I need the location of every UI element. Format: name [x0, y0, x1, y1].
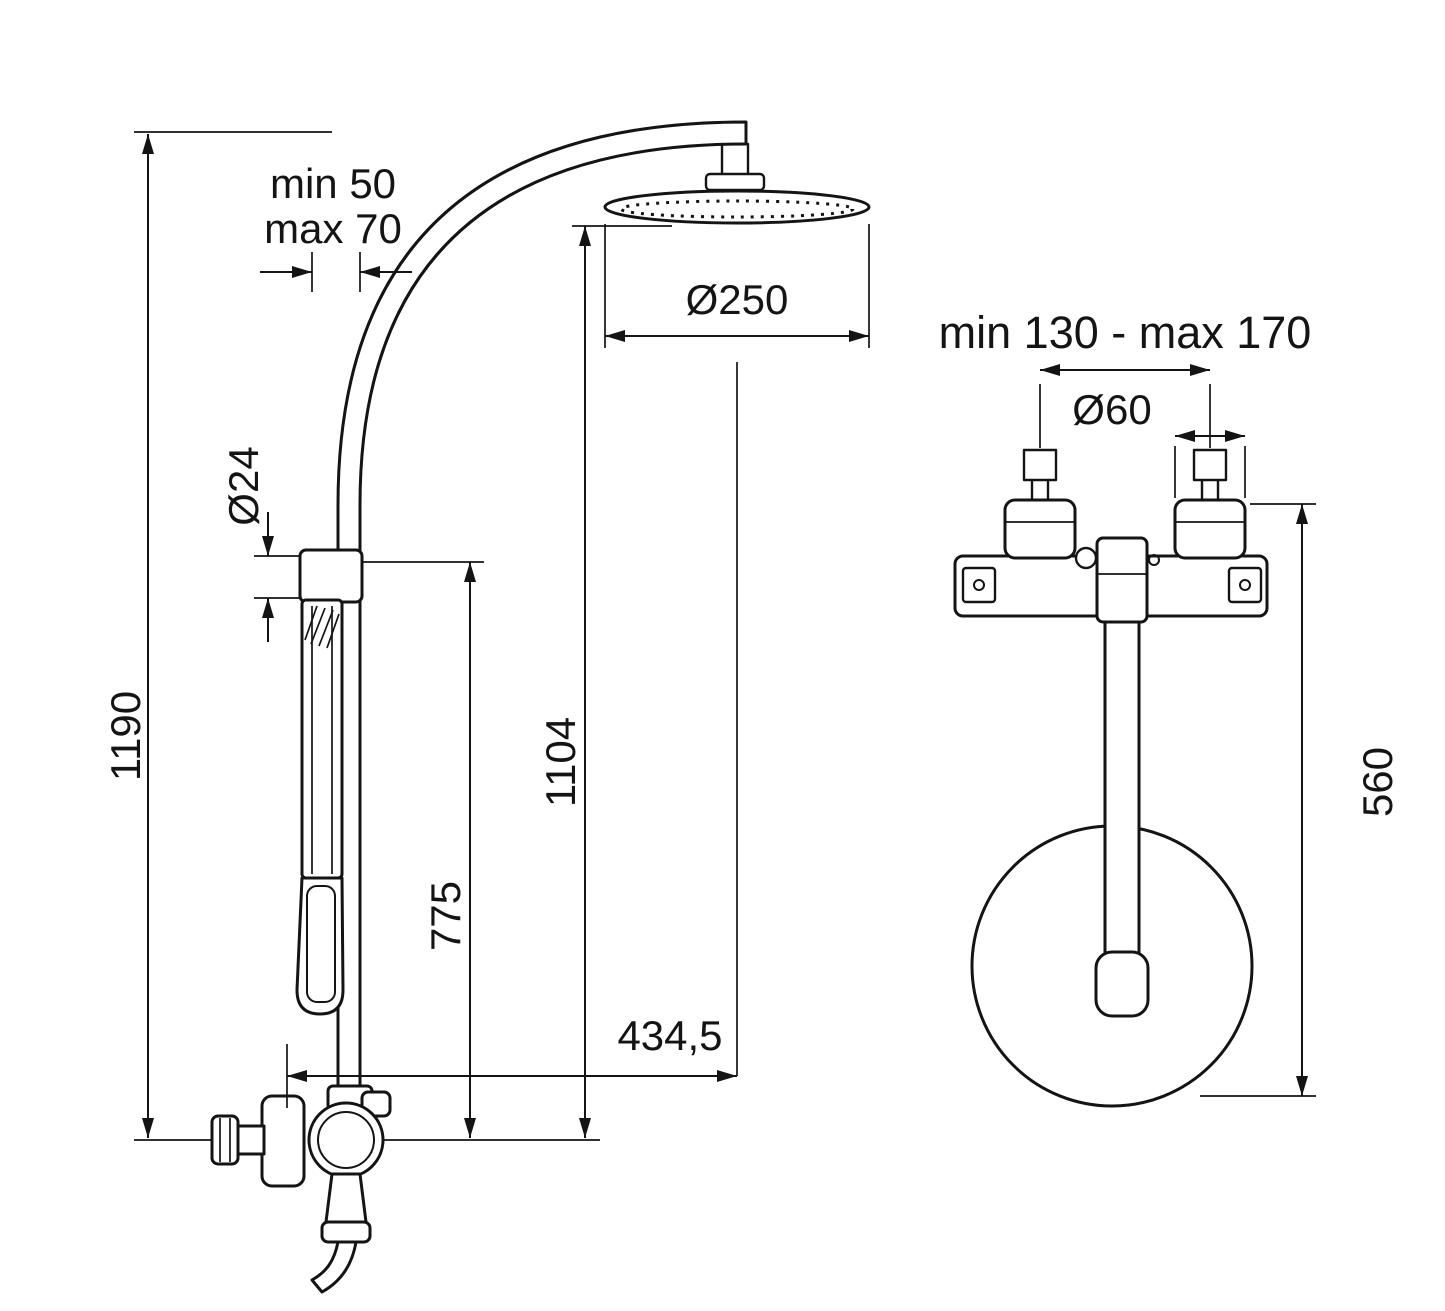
dim-label-handshower-height: 775 — [422, 881, 469, 951]
dimension-head-height: 1104 — [537, 225, 672, 1138]
handshower-head — [295, 876, 345, 1016]
handshower-holder — [298, 548, 364, 604]
arrow-down-icon — [464, 1118, 476, 1138]
rail-inner-line — [358, 142, 748, 1106]
rail-outer-line — [336, 120, 748, 1106]
arrow-down-icon — [262, 536, 274, 556]
ext-lines — [254, 555, 300, 599]
ext-lines — [604, 224, 870, 348]
screw-hole-right-icon — [1239, 579, 1251, 591]
arrow-up-icon — [464, 562, 476, 582]
pipe-end-cap — [1094, 950, 1150, 1018]
mixer-outlet-cone — [324, 1172, 368, 1224]
head-flange — [704, 172, 766, 192]
arrow-right-icon — [1225, 430, 1245, 442]
handshower-handle-lines — [311, 606, 333, 874]
mount-plate-left — [961, 566, 997, 604]
dimension-rail-diameter: Ø24 — [220, 446, 300, 642]
arrow-right-icon — [717, 1070, 737, 1082]
mixer-valve-side — [210, 1084, 392, 1294]
arrow-left-icon — [1175, 430, 1195, 442]
diverter-screw-icon — [1148, 554, 1160, 566]
pipe-mask — [1105, 622, 1139, 966]
dimension-escutcheon-diameter: Ø60 — [1072, 386, 1246, 498]
arrow-down-icon — [142, 1118, 154, 1138]
arrow-right-icon — [1190, 364, 1210, 376]
dim-label-pipe-drop: 560 — [1354, 747, 1401, 817]
arrow-up-icon — [579, 226, 591, 246]
wall-flange — [260, 1094, 306, 1188]
shower-rail-and-arm — [336, 120, 766, 1106]
valve-nut-left — [1022, 448, 1058, 482]
diverter-block — [1074, 536, 1160, 624]
valve-stem-right — [1200, 478, 1220, 502]
dim-label-rail-diameter: Ø24 — [220, 446, 267, 525]
ext-lines — [1200, 503, 1316, 1097]
arrow-down-icon — [1296, 1076, 1308, 1096]
dim-label-offset-max: max 70 — [264, 205, 402, 252]
inlet-valve-right — [1173, 448, 1247, 560]
handle-knob-lines — [219, 1118, 231, 1162]
dim-label-offset-min: min 50 — [270, 160, 396, 207]
dimension-pipe-drop: 560 — [1200, 503, 1401, 1097]
inlet-valve-left — [1003, 448, 1077, 560]
dimension-total-height: 1190 — [102, 131, 332, 1138]
mixer-body-inner — [317, 1111, 375, 1169]
mount-plate-right — [1227, 566, 1263, 604]
head-connector — [720, 142, 750, 176]
handle-knob — [210, 1114, 240, 1166]
down-pipe — [1094, 620, 1150, 1018]
shower-head-disc — [603, 189, 871, 225]
mixer-body — [307, 1101, 385, 1179]
diverter-pin-icon — [1074, 546, 1098, 570]
handshower-handle — [300, 598, 344, 880]
handle-stem — [234, 1124, 266, 1156]
arrow-up-icon — [142, 134, 154, 154]
hand-shower — [295, 598, 345, 1016]
diverter-body — [1095, 536, 1149, 624]
rear-view: min 130 - max 170 Ø60 560 — [939, 307, 1401, 1108]
ext-ticks — [311, 252, 361, 292]
ext-lines — [1174, 446, 1246, 498]
screw-hole-left-icon — [973, 579, 985, 591]
hose-nut — [320, 1220, 372, 1244]
arrow-down-icon — [579, 1118, 591, 1138]
dim-label-total-height: 1190 — [102, 691, 149, 781]
arrow-up-icon — [262, 598, 274, 618]
dimension-wall-offset: min 50 max 70 — [260, 160, 412, 292]
handshower-spray-face — [306, 885, 336, 1003]
arrow-left-icon — [287, 1070, 307, 1082]
arrow-left-icon — [605, 330, 625, 342]
valve-nut-right — [1192, 448, 1228, 482]
arrow-left-icon — [360, 266, 380, 278]
dim-label-head-height: 1104 — [537, 717, 584, 807]
escutcheon-left — [1003, 498, 1077, 560]
arrow-left-icon — [1040, 364, 1060, 376]
dimension-handshower-height: 775 — [362, 561, 484, 1138]
dim-label-inlet-spacing: min 130 - max 170 — [939, 307, 1312, 358]
dimension-head-diameter: Ø250 — [604, 224, 870, 348]
pipe-lines — [1103, 620, 1141, 968]
shower-head-nozzles — [619, 199, 855, 219]
dimension-inlet-spacing: min 130 - max 170 — [939, 307, 1312, 448]
hose-elbow — [310, 1240, 358, 1294]
dim-label-escutcheon-diameter: Ø60 — [1072, 386, 1151, 433]
front-view: 1190 min 50 max 70 Ø250 Ø24 — [102, 120, 871, 1294]
dim-label-head-diameter: Ø250 — [686, 276, 789, 323]
ext-lines — [1039, 384, 1211, 448]
dimension-arm-projection: 434,5 — [286, 1012, 737, 1108]
arrow-right-icon — [849, 330, 869, 342]
dim-label-arm-projection: 434,5 — [617, 1012, 722, 1059]
handshower-grip-hatch — [304, 605, 340, 649]
valve-stem-left — [1030, 478, 1050, 502]
escutcheon-right — [1173, 498, 1247, 560]
overhead-shower — [603, 189, 871, 225]
arrow-up-icon — [1296, 504, 1308, 524]
arrow-right-icon — [292, 266, 312, 278]
